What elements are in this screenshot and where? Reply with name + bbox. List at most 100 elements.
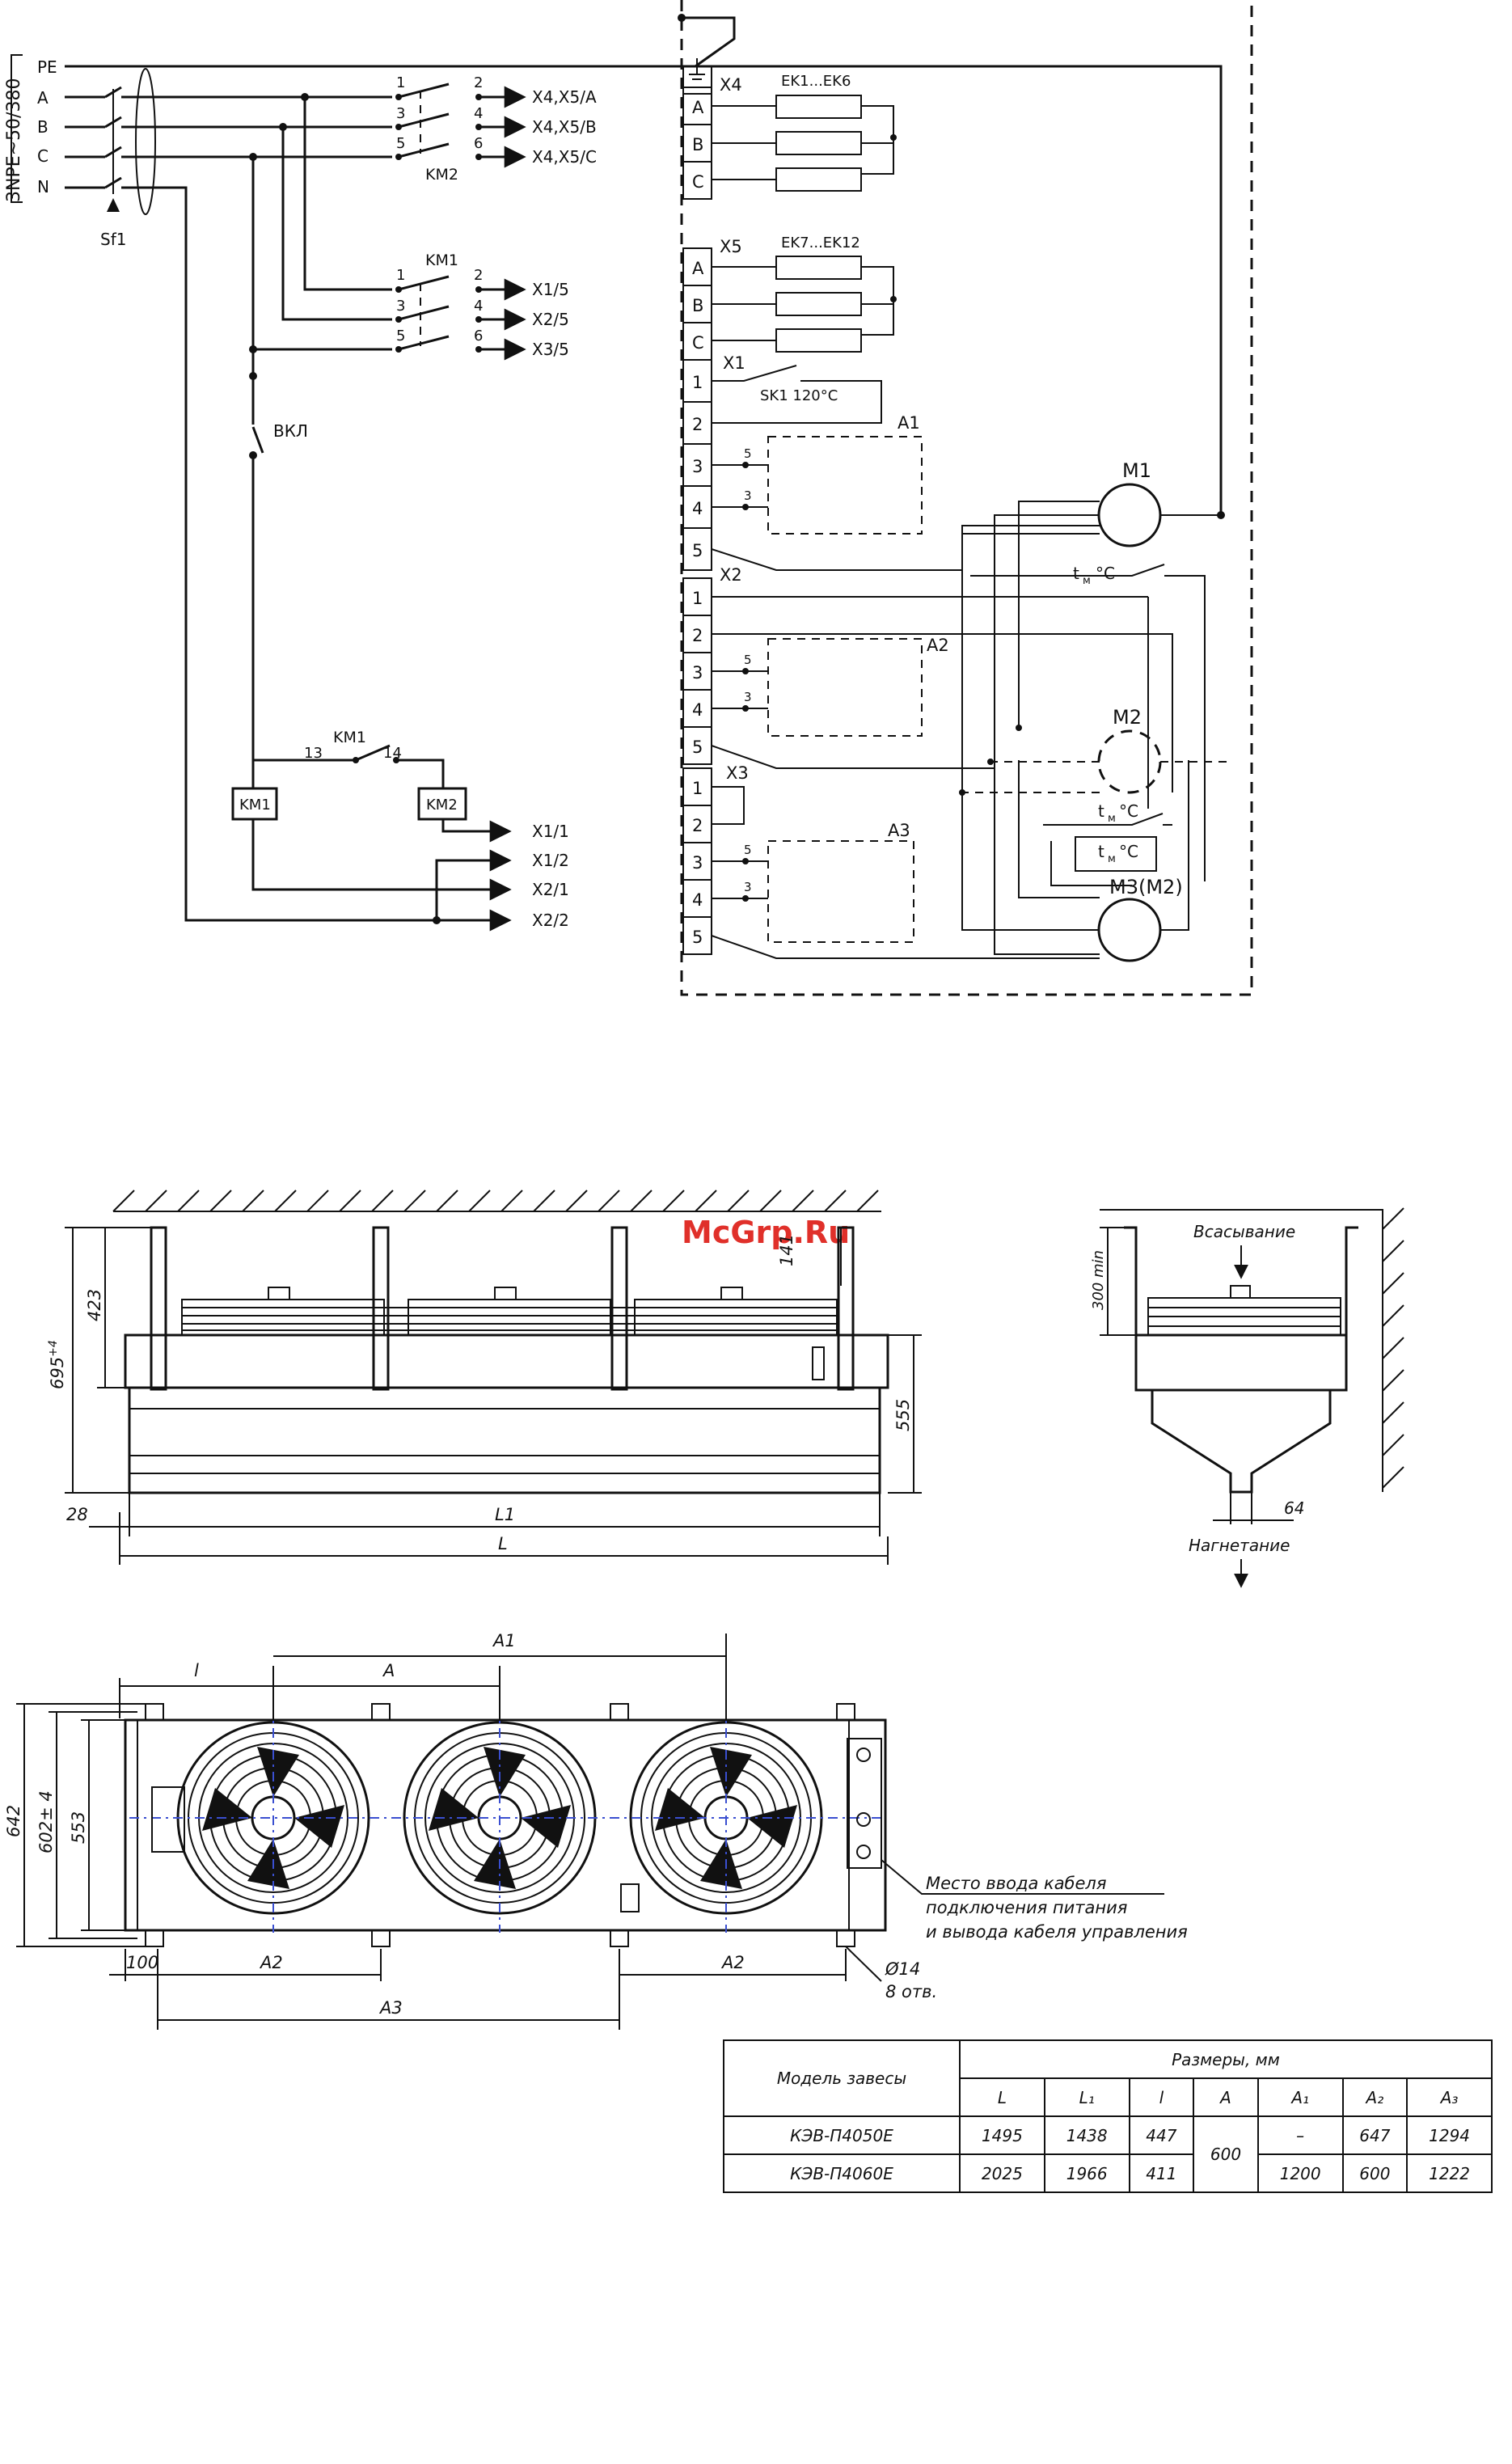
x5-term-b: B <box>692 296 703 315</box>
motor-thermostats: t м °C t м °C t м °C <box>970 564 1206 886</box>
km2-coil: KM2 <box>426 797 458 814</box>
km1-c3-in: 5 <box>396 328 405 344</box>
dim-28: 28 <box>66 1505 88 1524</box>
hole-diameter: Ø14 <box>885 1959 920 1979</box>
supply-label: 3NPE~50/380 <box>4 78 24 202</box>
x2-t3: 3 <box>692 663 703 683</box>
x5-term-c: C <box>692 333 704 353</box>
dim-642: 642 <box>4 1805 23 1837</box>
x1-t5: 5 <box>692 541 703 560</box>
km2-target-c: X4,X5/C <box>532 147 597 167</box>
switch-label: ВКЛ <box>273 421 308 441</box>
control-circuit: ВКЛ KM1 13 14 KM1 KM2 X1/1 X1/2 X2/1 X2/… <box>186 349 569 932</box>
row1-A3: 1294 <box>1406 2115 1493 2155</box>
terminal-block-x5: X5 EK7...EK12 A B C <box>682 235 897 361</box>
x1-t1: 1 <box>692 373 703 392</box>
km1-c1-out: 2 <box>474 267 483 284</box>
motor-m3 <box>1097 898 1162 962</box>
km2-c3-in: 5 <box>396 135 405 152</box>
thermo-3-sub: м <box>1108 853 1116 865</box>
x4-term-b: B <box>692 135 703 154</box>
out-x1-2: X1/2 <box>532 851 569 870</box>
watermark: McGrp.Ru <box>682 1215 850 1250</box>
board-a2: A2 <box>927 636 949 655</box>
km2-c1-in: 1 <box>396 74 405 91</box>
dim-602: 602± 4 <box>36 1790 56 1853</box>
bus-pe: PE <box>37 57 57 77</box>
x5-name: X5 <box>720 237 742 256</box>
dim-423: 423 <box>85 1289 104 1321</box>
km1-label: KM1 <box>425 251 458 269</box>
interlock-in: 13 <box>304 745 323 762</box>
th-L: L <box>959 2077 1045 2117</box>
a1-pin5: 5 <box>744 446 752 461</box>
intake-label: Всасывание <box>1193 1222 1295 1241</box>
row2-model: КЭВ-П4060Е <box>723 2153 961 2193</box>
thermo-1-unit: °C <box>1096 564 1115 583</box>
x3-t2: 2 <box>692 816 703 835</box>
hole-count: 8 отв. <box>885 1982 937 2001</box>
a3-pin5: 5 <box>744 843 752 857</box>
row1-l: 447 <box>1128 2115 1195 2155</box>
km1-target-1: X1/5 <box>532 280 569 299</box>
dim-64: 64 <box>1284 1498 1304 1518</box>
x4-term-a: A <box>692 98 704 117</box>
dim-555: 555 <box>893 1399 913 1431</box>
dim-L: L <box>498 1534 508 1553</box>
x3-t4: 4 <box>692 890 703 910</box>
thermo-3: t <box>1098 842 1104 861</box>
side-dimensions: 695+4 423 555 141 L1 L 28 <box>47 1227 922 1565</box>
motor-m1 <box>1097 483 1162 547</box>
x4-term-c: C <box>692 172 704 192</box>
dim-l: l <box>194 1661 199 1680</box>
km2-c1-out: 2 <box>474 74 483 91</box>
wiring-schematic: 3NPE~50/380 PE A B C N Sf1 <box>4 0 1253 996</box>
ceiling-hatch <box>112 1190 879 1212</box>
row1-A2: 647 <box>1341 2115 1409 2155</box>
x1-thermostat: SK1 120°C <box>760 387 838 404</box>
x1-name: X1 <box>723 353 745 373</box>
motor-m2-label: M2 <box>1113 706 1142 729</box>
x3-t1: 1 <box>692 779 703 798</box>
supply-bracket: 3NPE~50/380 <box>4 54 24 203</box>
breaker-label: Sf1 <box>100 230 126 249</box>
thermo-1: t <box>1073 564 1079 583</box>
x2-t4: 4 <box>692 700 703 720</box>
interlock-label: KM1 <box>333 729 366 746</box>
km1-c2-in: 3 <box>396 298 405 315</box>
dim-A: A <box>382 1661 395 1680</box>
km1-target-2: X2/5 <box>532 310 569 329</box>
row2-A1: 1200 <box>1256 2153 1344 2193</box>
km1-coil: KM1 <box>239 797 271 814</box>
dim-A2-right: A2 <box>720 1953 745 1972</box>
km1-c3-out: 6 <box>474 328 483 344</box>
out-x2-1: X2/1 <box>532 880 569 899</box>
terminal-block-x1: X1 1 2 3 4 5 SK1 120°C A1 5 3 <box>682 353 1100 571</box>
dim-A1: A1 <box>492 1631 516 1650</box>
rows-A: 600 <box>1193 2115 1259 2193</box>
terminal-block-x3: X3 1 2 3 4 5 A3 5 3 <box>682 763 1100 959</box>
motor-m1-label: M1 <box>1122 459 1151 482</box>
dim-141: 141 <box>777 1234 796 1266</box>
th-A3: A₃ <box>1406 2077 1493 2117</box>
x1-t2: 2 <box>692 415 703 434</box>
board-a1: A1 <box>897 413 920 433</box>
dim-L1: L1 <box>495 1505 515 1524</box>
a2-pin3: 3 <box>744 690 752 704</box>
breaker-sf1: Sf1 <box>100 68 156 249</box>
bus-c: C <box>37 146 49 166</box>
out-x2-2: X2/2 <box>532 911 569 930</box>
a2-pin5: 5 <box>744 653 752 667</box>
cable-note-3: и вывода кабеля управления <box>926 1922 1188 1942</box>
x2-t2: 2 <box>692 626 703 645</box>
motor-m2 <box>1097 729 1162 794</box>
km2-target-a: X4,X5/A <box>532 87 597 107</box>
th-A: A <box>1193 2077 1259 2117</box>
x1-t4: 4 <box>692 499 703 518</box>
row1-A1: – <box>1256 2115 1344 2155</box>
thermo-2-sub: м <box>1108 813 1116 825</box>
wall-hatch <box>1382 1207 1404 1489</box>
row1-model: КЭВ-П4050Е <box>723 2115 961 2155</box>
cable-note-2: подключения питания <box>926 1898 1127 1917</box>
